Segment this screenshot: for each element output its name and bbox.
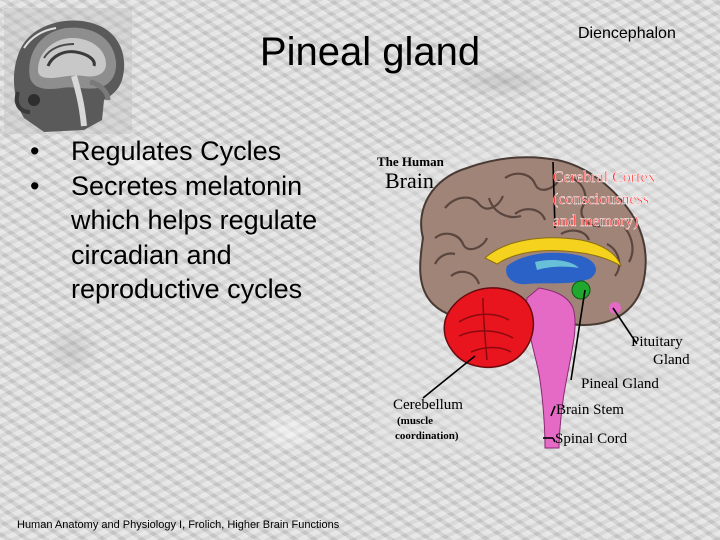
section-label: Diencephalon <box>578 25 676 42</box>
label-spinal-cord: Spinal Cord <box>555 431 628 447</box>
bullet-text: Secretes melatonin which helps regulate … <box>71 170 318 305</box>
mri-head-thumbnail <box>4 8 132 134</box>
label-pineal-gland: Pineal Gland <box>581 376 659 392</box>
bullet-glyph: • <box>30 136 40 166</box>
label-cortex-note-1: (consciousness <box>553 191 649 208</box>
label-pituitary-2: Gland <box>653 352 690 368</box>
brain-diagram: The Human Brain Cerebral Cortex (conscio… <box>375 148 710 453</box>
bullet-list: • Regulates Cycles • Secretes melatonin wh… <box>30 134 375 307</box>
bullet-item: • Secretes melatonin which helps regulate… <box>30 169 375 307</box>
slide-footer: Human Anatomy and Physiology I, Frolich,… <box>17 519 340 531</box>
label-cerebellum-note-1: (muscle <box>397 415 433 427</box>
label-cerebellum-note-2: coordination) <box>395 430 459 442</box>
bullet-item: • Regulates Cycles <box>30 134 375 169</box>
label-cerebellum: Cerebellum <box>393 397 463 413</box>
figure-heading-large: Brain <box>385 168 434 193</box>
label-pituitary-1: Pituitary <box>631 334 683 350</box>
figure-heading-small: The Human <box>377 154 445 169</box>
bullet-glyph: • <box>30 170 40 201</box>
slide-title: Pineal gland <box>259 30 481 74</box>
label-brain-stem: Brain Stem <box>556 402 624 418</box>
label-cortex-note-2: and memory) <box>553 213 639 230</box>
bullet-text: Regulates Cycles <box>71 136 282 166</box>
label-cerebral-cortex: Cerebral Cortex <box>553 169 656 186</box>
